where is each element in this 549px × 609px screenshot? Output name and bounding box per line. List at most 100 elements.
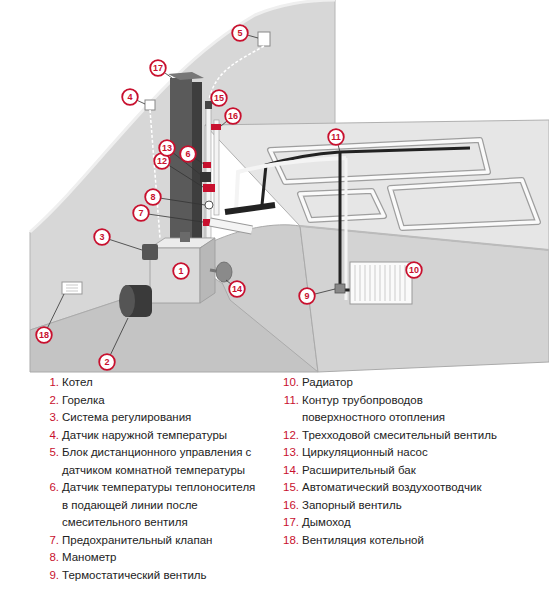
list-number: 17. xyxy=(272,514,299,532)
callout-badge: 16 xyxy=(224,107,242,125)
callout-badge: 14 xyxy=(228,280,246,298)
chimney-side xyxy=(192,82,202,253)
return-pipe xyxy=(236,158,346,212)
list-number: 14. xyxy=(272,462,299,480)
pressure-gauge xyxy=(205,201,213,209)
list-item: Датчик температуры теплоносителя в подаю… xyxy=(62,479,262,532)
list-item: Котел xyxy=(62,374,262,392)
list-item: Расширительный бак xyxy=(302,462,542,480)
list-number: 2. xyxy=(32,392,59,410)
callout-number: 9 xyxy=(298,287,316,305)
callout-number: 16 xyxy=(224,107,242,125)
callout-number: 8 xyxy=(144,188,162,206)
callout-badge: 2 xyxy=(98,353,116,371)
callout-badge: 7 xyxy=(132,204,150,222)
callout-number: 11 xyxy=(327,128,345,146)
list-number: 12. xyxy=(272,427,299,445)
loop-pipe xyxy=(300,191,384,220)
riser-pipe xyxy=(339,152,342,290)
callout-number: 4 xyxy=(121,88,139,106)
mixing-valve xyxy=(203,184,215,192)
partition-wall xyxy=(205,225,318,372)
grille-slats xyxy=(66,285,78,291)
list-number: 6. xyxy=(32,479,59,497)
list-item: Дымоход xyxy=(302,514,542,532)
list-item: Вентиляция котельной xyxy=(302,532,542,550)
callout-number: 15 xyxy=(210,89,228,107)
supply-pipe xyxy=(262,148,470,205)
outdoor-sensor xyxy=(145,100,155,110)
chimney-cap xyxy=(168,72,204,80)
ventilation-grille xyxy=(62,282,82,294)
flow-sensor xyxy=(203,162,211,168)
list-number: 8. xyxy=(32,549,59,567)
riser-pipe xyxy=(345,158,348,300)
callout-number: 5 xyxy=(231,24,249,42)
expansion-tank xyxy=(216,262,232,282)
callout-badge: 11 xyxy=(327,128,345,146)
list-item: Автоматический воздухоотводчик xyxy=(302,479,542,497)
callout-badge: 1 xyxy=(172,262,190,280)
list-item: Манометр xyxy=(62,549,262,567)
flue-pipe xyxy=(180,232,190,242)
list-item: Циркуляционный насос xyxy=(302,444,542,462)
list-number: 9. xyxy=(32,567,59,585)
burner-front xyxy=(119,285,135,317)
shutoff-valve xyxy=(211,124,221,130)
callout-badge: 13 xyxy=(158,139,176,157)
list-item: Радиатор xyxy=(302,374,542,392)
front-wall xyxy=(300,226,549,372)
heating-loops xyxy=(270,140,538,228)
radiator-fins xyxy=(355,265,405,301)
callout-badge: 9 xyxy=(298,287,316,305)
list-number: 13. xyxy=(272,444,299,462)
callout-badge: 5 xyxy=(231,24,249,42)
list-item: Предохранительный клапан xyxy=(62,532,262,550)
callout-number: 13 xyxy=(158,139,176,157)
callout-badge: 8 xyxy=(144,188,162,206)
list-item: Датчик наружной температуры xyxy=(62,427,262,445)
list-number: 4. xyxy=(32,427,59,445)
list-number: 10. xyxy=(272,374,299,392)
loop-outline xyxy=(390,180,538,228)
list-item: Система регулирования xyxy=(62,409,262,427)
list-item: Трехходовой смесительный вентиль xyxy=(302,427,542,445)
list-number: 16. xyxy=(272,497,299,515)
callout-badge: 18 xyxy=(35,326,53,344)
callout-number: 2 xyxy=(98,353,116,371)
list-number: 3. xyxy=(32,409,59,427)
room-unit xyxy=(258,32,270,46)
list-item: Термостатический вентиль xyxy=(62,567,262,585)
callout-number: 1 xyxy=(172,262,190,280)
manifold xyxy=(210,222,252,230)
callout-number: 18 xyxy=(35,326,53,344)
safety-valve xyxy=(203,219,210,226)
loop-outline xyxy=(300,191,384,220)
list-number: 7. xyxy=(32,532,59,550)
list-item: Запорный вентиль xyxy=(302,497,542,515)
list-number: 5. xyxy=(32,444,59,462)
radiator xyxy=(350,262,412,304)
callout-badge: 15 xyxy=(210,89,228,107)
callout-badge: 3 xyxy=(93,228,111,246)
list-number: 11. xyxy=(272,392,299,410)
callout-number: 7 xyxy=(132,204,150,222)
leader-line xyxy=(141,213,203,222)
control-panel xyxy=(142,244,158,260)
callout-badge: 17 xyxy=(149,59,167,77)
loop-pipe xyxy=(390,180,538,228)
manifold xyxy=(225,205,275,212)
signal-wire xyxy=(150,110,160,238)
thermostatic-valve xyxy=(335,284,345,293)
callout-number: 3 xyxy=(93,228,111,246)
leader-lines xyxy=(44,33,340,362)
list-item: Контур трубопроводов поверхностного отоп… xyxy=(302,392,452,427)
manifold-outline xyxy=(210,222,252,230)
floor-slab xyxy=(205,120,549,250)
circulation-pump xyxy=(200,172,211,182)
callout-number: 10 xyxy=(405,261,423,279)
list-item: Блок дистанционного управления с датчико… xyxy=(62,444,262,479)
list-number: 18. xyxy=(272,532,299,550)
